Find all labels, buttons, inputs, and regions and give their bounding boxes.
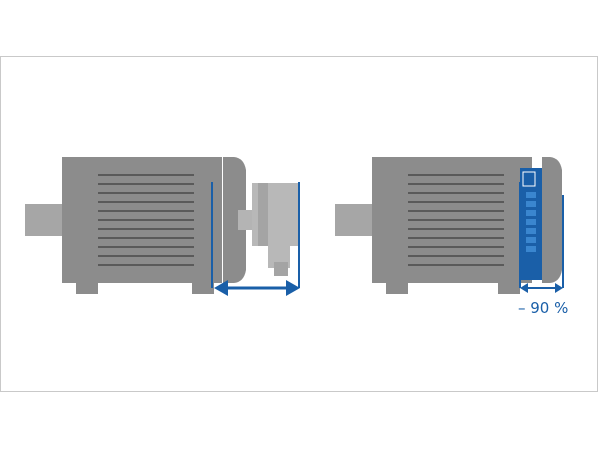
right-motor: – 90 % [335, 157, 568, 317]
right-motor-foot-right [498, 282, 520, 294]
left-motor-housing-edge-line [211, 182, 213, 288]
left-motor-foot-left [76, 282, 98, 294]
reduced-length-dimension-arrow [520, 283, 563, 293]
right-motor-shaft [335, 204, 375, 236]
right-motor-end-cap [542, 157, 562, 283]
right-motor-end-edge-line [562, 195, 564, 288]
left-motor-shaft [25, 204, 65, 236]
external-encoder [252, 183, 298, 276]
right-motor-start-edge-line [519, 182, 521, 288]
left-motor-cooling-fins [98, 174, 194, 266]
reduction-label: – 90 % [518, 299, 568, 317]
length-dimension-arrow [214, 280, 300, 296]
right-motor-cooling-fins [408, 174, 504, 266]
left-motor [25, 157, 300, 296]
left-motor-foot-right [192, 282, 214, 294]
left-motor-end-cap [223, 157, 246, 283]
right-motor-foot-left [386, 282, 408, 294]
left-motor-encoder-edge-line [298, 182, 300, 288]
integrated-encoder [520, 168, 542, 280]
